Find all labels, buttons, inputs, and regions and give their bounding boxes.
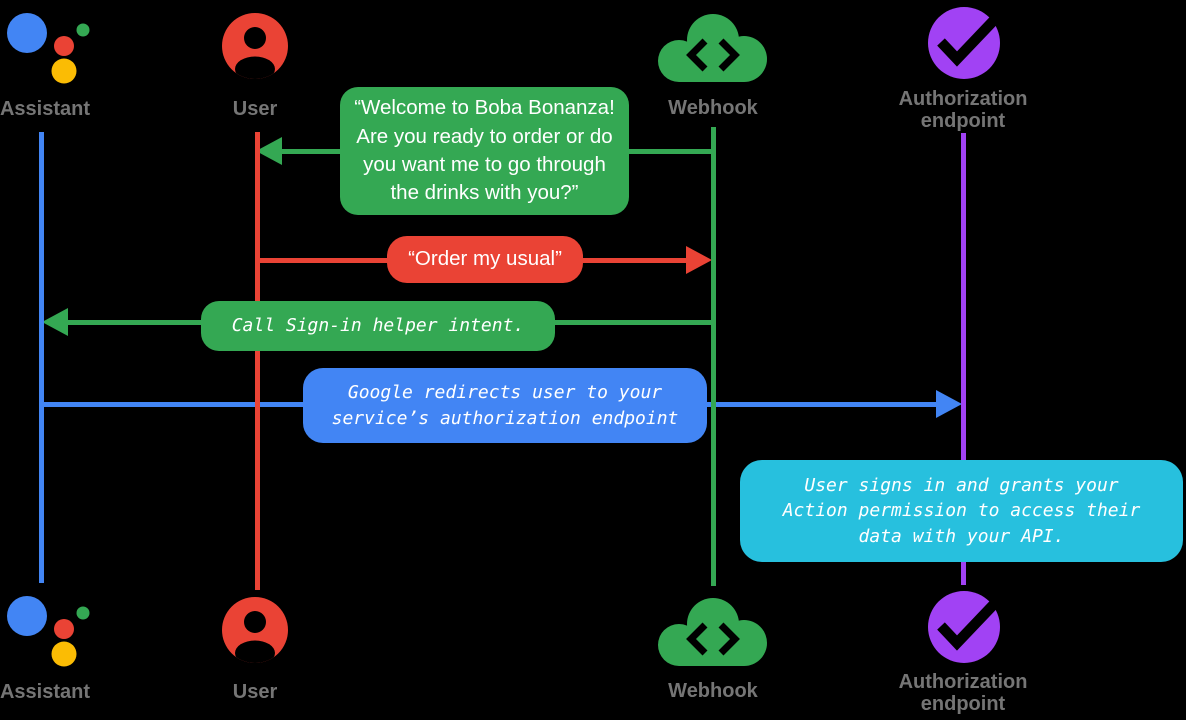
webhook-label: Webhook: [668, 680, 758, 702]
user-icon: [222, 13, 288, 79]
webhook-lifeline: [711, 127, 716, 586]
note-user-signs-in: User signs in and grants your Action per…: [740, 460, 1183, 562]
user-label: User: [232, 98, 278, 120]
message-signin-helper: Call Sign-in helper intent.: [201, 301, 555, 351]
webhook-label: Webhook: [668, 97, 758, 119]
message-order: “Order my usual”: [387, 236, 583, 283]
arrowhead-left-icon: [42, 308, 68, 336]
arrowhead-right-icon: [936, 390, 962, 418]
auth-endpoint-label: Authorization endpoint: [898, 88, 1028, 132]
arrowhead-left-icon: [256, 137, 282, 165]
google-assistant-icon: [7, 13, 90, 84]
user-icon: [222, 597, 288, 663]
message-welcome: “Welcome to Boba Bonanza! Are you ready …: [340, 87, 629, 215]
auth-lifeline: [961, 133, 966, 585]
check-circle-icon: [928, 591, 1001, 663]
webhook-cloud-icon: [658, 14, 767, 82]
message-redirect: Google redirects user to your service’s …: [303, 368, 707, 443]
user-lifeline: [255, 132, 260, 590]
assistant-lifeline: [39, 132, 44, 583]
assistant-label: Assistant: [0, 681, 91, 703]
check-circle-icon: [928, 7, 1001, 79]
webhook-cloud-icon: [658, 598, 767, 666]
user-label: User: [232, 681, 278, 703]
google-assistant-icon: [7, 596, 90, 667]
auth-endpoint-label: Authorization endpoint: [898, 671, 1028, 715]
assistant-label: Assistant: [0, 98, 91, 120]
arrowhead-right-icon: [686, 246, 712, 274]
